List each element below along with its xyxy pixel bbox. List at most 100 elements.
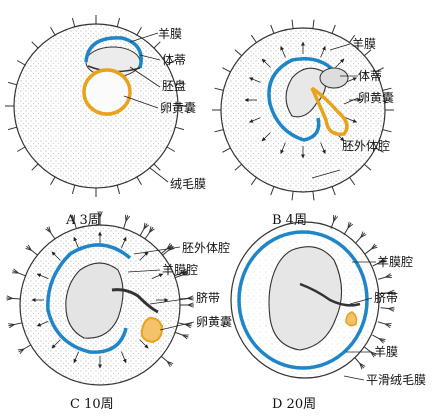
villus-icon	[71, 17, 76, 27]
villus-icon	[7, 126, 17, 131]
label-umbilical-cord-d: 脐带	[374, 290, 398, 305]
villus-branch-icon	[379, 338, 386, 340]
villus-branch-icon	[371, 243, 376, 250]
villus-icon	[331, 24, 336, 34]
label-body-stalk-b: 体蒂	[358, 69, 382, 83]
villus-icon	[16, 60, 26, 66]
villus-icon	[364, 346, 376, 357]
villus-branch-icon	[17, 348, 25, 351]
villus-branch-icon	[48, 226, 52, 233]
villus-branch-icon	[378, 338, 384, 344]
villus-icon	[291, 191, 294, 201]
villus-icon	[12, 270, 26, 277]
villus-icon	[175, 331, 189, 338]
expansion-arrow-icon	[320, 46, 326, 58]
villus-icon	[18, 344, 31, 353]
villi-a	[5, 15, 187, 197]
villus-branch-icon	[371, 246, 378, 250]
villus-branch-icon	[359, 362, 366, 367]
expansion-arrow-icon	[139, 251, 149, 261]
villus-icon	[377, 321, 392, 327]
expansion-arrow-icon	[51, 251, 61, 261]
expansion-arrow-icon	[249, 77, 261, 83]
villus-icon	[214, 129, 224, 133]
villus-branch-icon	[187, 295, 194, 299]
villi-b	[212, 19, 394, 201]
label-amniotic-cavity-d: 羊膜腔	[377, 254, 413, 269]
villus-branch-icon	[384, 323, 391, 329]
expansion-arrow-icon	[73, 351, 79, 364]
villus-icon	[382, 129, 392, 133]
expansion-arrow-icon	[73, 236, 79, 249]
villus-branch-icon	[143, 222, 146, 230]
villus-branch-icon	[388, 308, 395, 312]
villus-icon	[153, 41, 161, 49]
yolk-sac-remnant-d	[345, 311, 358, 327]
villus-icon	[250, 177, 257, 186]
label-yolk-sac-c: 卵黄囊	[196, 314, 232, 329]
expansion-arrow-icon	[121, 351, 127, 364]
villus-branch-icon	[379, 261, 387, 263]
yolk-sac-a	[82, 68, 132, 116]
villus-icon	[139, 223, 148, 236]
villus-branch-icon	[167, 246, 174, 250]
panel-c: 胚外体腔 羊膜腔 脐带 卵黄囊 C 10周	[6, 211, 232, 412]
villus-branch-icon	[8, 324, 15, 329]
villus-branch-icon	[347, 223, 354, 229]
villus-icon	[50, 176, 56, 186]
expansion-arrow-icon	[36, 321, 49, 327]
villus-branch-icon	[360, 231, 364, 238]
villus-branch-icon	[19, 348, 25, 354]
villus-icon	[123, 215, 129, 229]
villus-icon	[175, 126, 185, 131]
label-yolk-sac-a: 卵黄囊	[160, 100, 196, 115]
villus-branch-icon	[388, 289, 395, 294]
villus-icon	[136, 176, 142, 186]
expansion-arrow-icon	[139, 339, 149, 349]
expansion-arrow-icon	[261, 132, 271, 142]
expansion-arrow-icon	[280, 46, 286, 58]
villus-icon	[50, 26, 56, 36]
villus-icon	[349, 34, 356, 43]
villus-icon	[380, 291, 395, 294]
villus-icon	[270, 186, 275, 196]
yolk-sac-c	[140, 316, 164, 344]
villus-branch-icon	[97, 211, 101, 218]
villus-icon	[312, 19, 315, 29]
villus-branch-icon	[385, 273, 391, 278]
villus-icon	[7, 81, 17, 86]
villus-icon	[71, 215, 77, 229]
villus-branch-icon	[166, 242, 171, 249]
villus-icon	[343, 222, 352, 235]
umbilical-cord-d	[299, 282, 361, 307]
label-smooth-chorion-d: 平滑绒毛膜	[366, 373, 426, 387]
label-extraembryonic-coelom-b: 胚外体腔	[342, 138, 390, 153]
villus-branch-icon	[69, 215, 75, 222]
villus-branch-icon	[187, 304, 194, 308]
arrows-c	[31, 231, 169, 369]
expansion-arrow-icon	[36, 273, 49, 279]
villus-icon	[377, 274, 392, 280]
villus-icon	[46, 227, 56, 240]
villus-icon	[214, 87, 224, 91]
villus-icon	[382, 87, 392, 91]
expansion-arrow-icon	[51, 339, 61, 349]
villus-branch-icon	[370, 351, 375, 358]
villus-icon	[375, 147, 384, 153]
villus-icon	[166, 146, 176, 152]
villus-icon	[116, 17, 121, 27]
villus-branch-icon	[182, 270, 188, 276]
caption-d: D 20周	[272, 397, 316, 412]
label-chorion-a: 绒毛膜	[170, 177, 206, 191]
villus-branch-icon	[25, 247, 32, 251]
embryo-body-b	[285, 67, 327, 118]
villus-icon	[26, 246, 38, 256]
villus-icon	[250, 34, 257, 43]
villus-branch-icon	[143, 224, 149, 230]
villus-branch-icon	[187, 302, 194, 306]
villus-icon	[175, 81, 185, 86]
umbilical-cord-c	[111, 288, 159, 314]
villus-icon	[116, 185, 121, 195]
villus-branch-icon	[6, 297, 13, 301]
